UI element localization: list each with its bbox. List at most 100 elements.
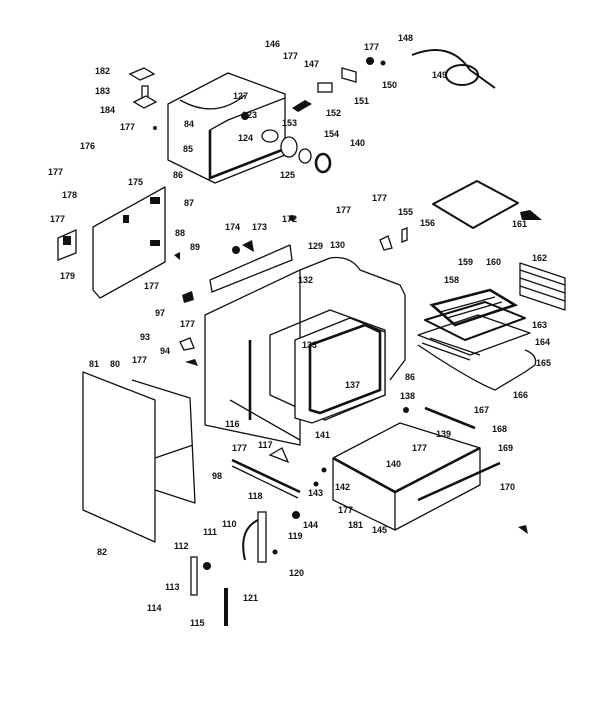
part-label: 94 — [160, 346, 170, 356]
storage-drawer — [332, 406, 501, 531]
part-label: 119 — [288, 531, 303, 541]
small-brackets — [128, 67, 158, 130]
part-label: 177 — [132, 355, 147, 365]
part-label: 146 — [265, 39, 280, 49]
oven-racks — [417, 262, 566, 391]
top-small-parts — [241, 57, 386, 174]
part-label: 152 — [326, 108, 341, 118]
part-label: 169 — [498, 443, 513, 453]
part-label: 177 — [144, 281, 159, 291]
part-label: 162 — [532, 253, 547, 263]
part-label: 114 — [147, 603, 162, 613]
rear-panel — [57, 186, 166, 299]
part-label: 123 — [242, 110, 257, 120]
power-cord — [411, 49, 496, 89]
part-label: 177 — [412, 443, 427, 453]
part-label: 174 — [225, 222, 240, 232]
part-label: 137 — [345, 380, 360, 390]
part-label: 87 — [184, 198, 194, 208]
part-label: 80 — [110, 359, 120, 369]
part-label: 168 — [492, 424, 507, 434]
part-label: 177 — [232, 443, 247, 453]
hinge-parts — [190, 467, 327, 626]
part-label: 177 — [338, 505, 353, 515]
part-label: 159 — [458, 257, 473, 267]
part-label: 164 — [535, 337, 550, 347]
part-label: 120 — [289, 568, 304, 578]
part-label: 153 — [282, 118, 297, 128]
part-label: 116 — [225, 419, 240, 429]
part-label: 163 — [532, 320, 547, 330]
part-label: 97 — [155, 308, 165, 318]
part-label: 148 — [398, 33, 413, 43]
part-label: 160 — [486, 257, 501, 267]
part-label: 115 — [190, 618, 205, 628]
part-label: 166 — [513, 390, 528, 400]
part-label: 179 — [60, 271, 75, 281]
part-label: 144 — [303, 520, 318, 530]
part-label: 111 — [203, 527, 217, 537]
part-label: 181 — [348, 520, 363, 530]
part-label: 183 — [95, 86, 110, 96]
part-label: 176 — [80, 141, 95, 151]
part-label: 177 — [336, 205, 351, 215]
part-label: 149 — [432, 70, 447, 80]
part-label: 155 — [398, 207, 413, 217]
part-label: 177 — [48, 167, 63, 177]
part-label: 110 — [222, 519, 237, 529]
part-label: 140 — [350, 138, 365, 148]
part-label: 139 — [436, 429, 451, 439]
part-label: 145 — [372, 525, 387, 535]
part-label: 172 — [282, 214, 297, 224]
part-label: 125 — [280, 170, 295, 180]
part-label: 113 — [165, 582, 180, 592]
part-label: 86 — [405, 372, 415, 382]
part-label: 158 — [444, 275, 459, 285]
part-label: 178 — [62, 190, 77, 200]
part-label: 151 — [354, 96, 369, 106]
part-label: 175 — [128, 177, 143, 187]
part-label: 184 — [100, 105, 115, 115]
part-label: 117 — [258, 440, 273, 450]
part-label: 93 — [140, 332, 150, 342]
part-label: 173 — [252, 222, 267, 232]
part-label: 118 — [248, 491, 263, 501]
part-label: 167 — [474, 405, 489, 415]
part-label: 177 — [372, 193, 387, 203]
part-label: 138 — [400, 391, 415, 401]
part-label: 143 — [308, 488, 323, 498]
part-label: 129 — [308, 241, 323, 251]
kick-plate — [231, 447, 301, 499]
part-label: 182 — [95, 66, 110, 76]
part-label: 165 — [536, 358, 551, 368]
part-label: 141 — [315, 430, 330, 440]
part-label: 88 — [175, 228, 185, 238]
part-label: 112 — [174, 541, 189, 551]
side-panel — [82, 371, 196, 543]
part-label: 86 — [173, 170, 183, 180]
part-label: 81 — [89, 359, 99, 369]
part-label: 150 — [382, 80, 397, 90]
cooktop-panel — [432, 180, 542, 229]
part-label: 82 — [97, 547, 107, 557]
part-label: 121 — [243, 593, 258, 603]
part-label: 170 — [500, 482, 515, 492]
part-label: 142 — [335, 482, 350, 492]
part-label: 154 — [324, 129, 339, 139]
part-label: 177 — [364, 42, 379, 52]
part-label: 85 — [183, 144, 193, 154]
part-label: 177 — [120, 122, 135, 132]
part-label: 161 — [512, 219, 527, 229]
part-label: 140 — [386, 459, 401, 469]
oven-door-inner — [294, 317, 386, 424]
part-label: 98 — [212, 471, 222, 481]
misc-fasteners — [174, 215, 528, 534]
part-label: 84 — [184, 119, 194, 129]
part-label: 156 — [420, 218, 435, 228]
part-label: 177 — [50, 214, 65, 224]
part-label: 130 — [330, 240, 345, 250]
part-label: 89 — [190, 242, 200, 252]
part-label: 147 — [304, 59, 319, 69]
